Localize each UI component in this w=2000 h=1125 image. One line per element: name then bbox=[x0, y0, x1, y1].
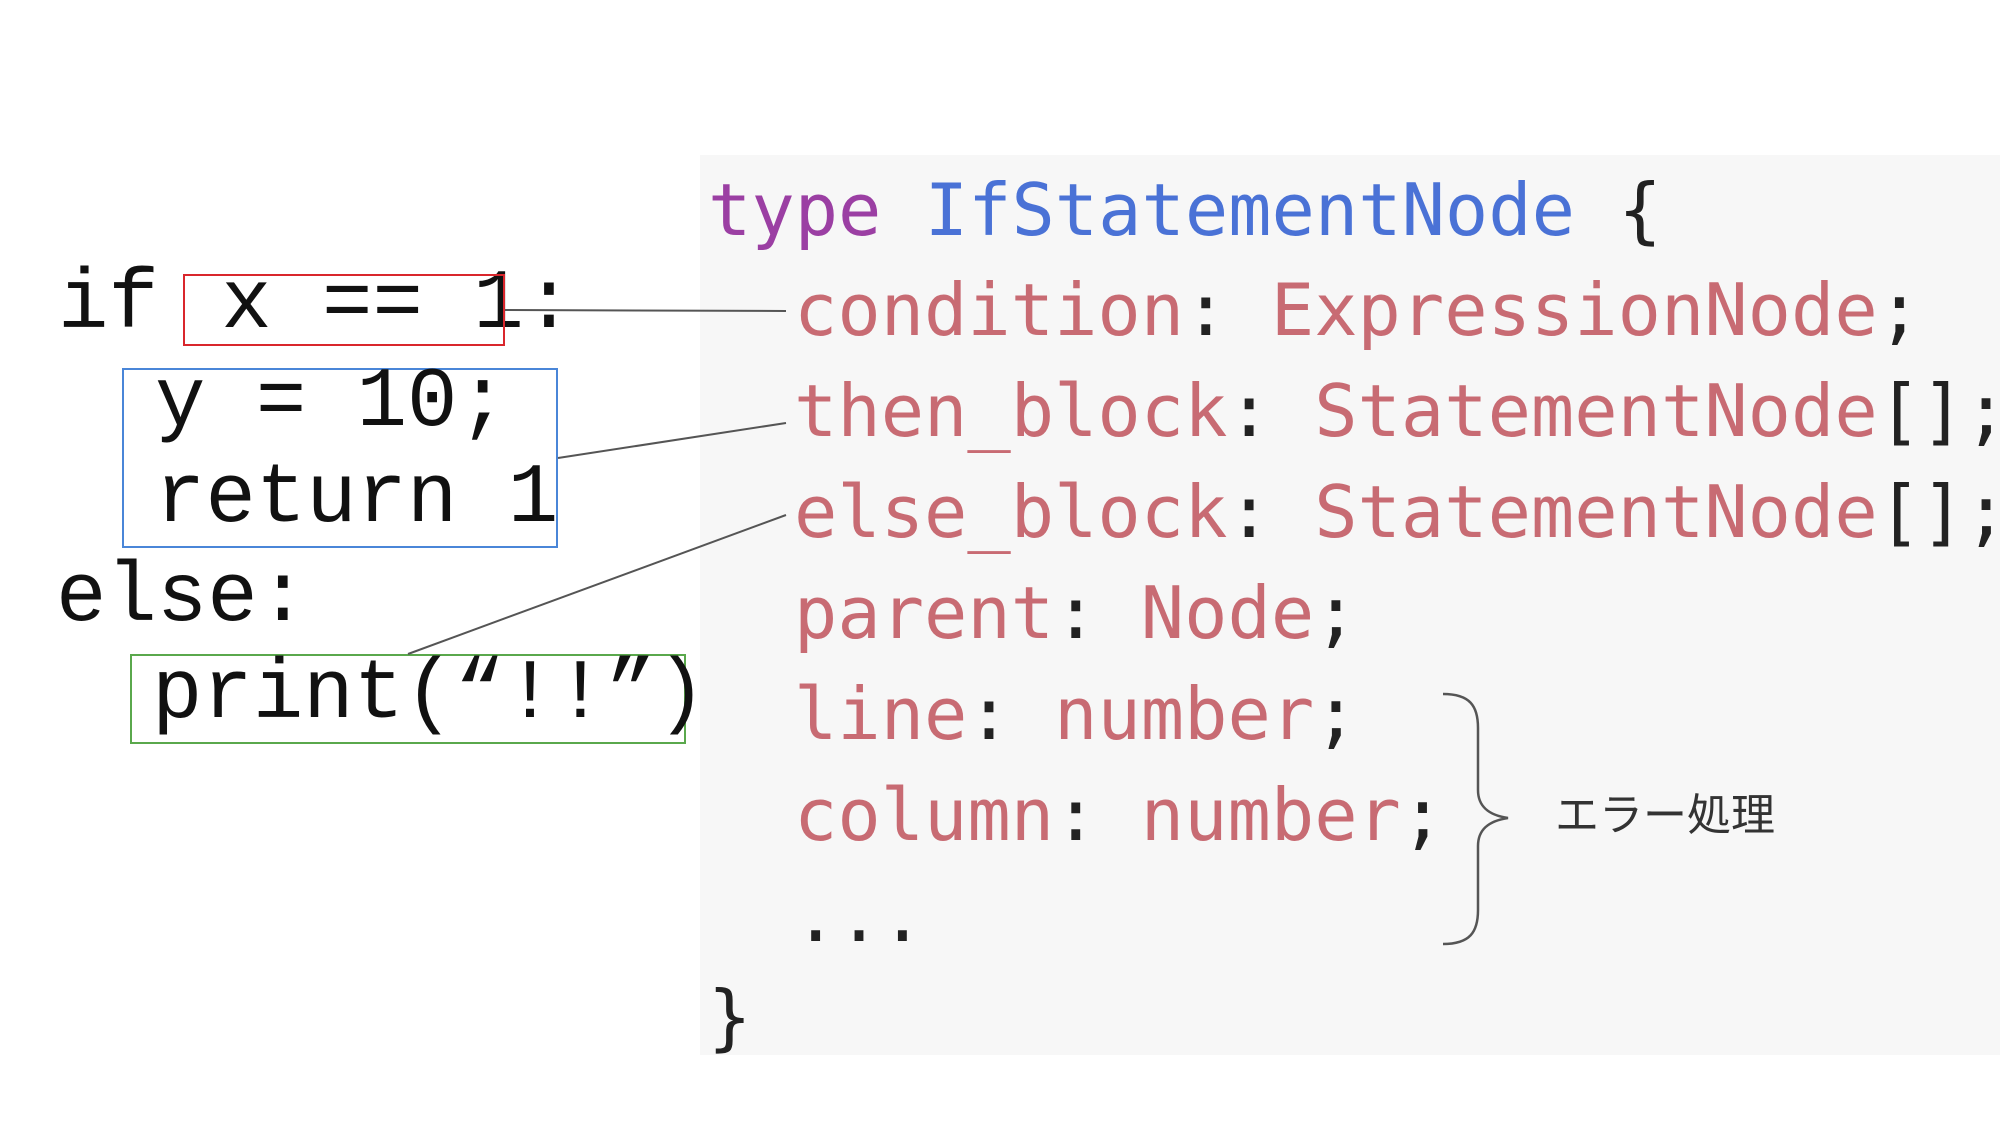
field-name: then_block bbox=[794, 369, 1228, 453]
then-block-box bbox=[122, 368, 558, 548]
condition-box bbox=[183, 274, 505, 346]
error-handling-label: エラー処理 bbox=[1555, 790, 1775, 841]
field-parent: parent: Node; bbox=[794, 573, 1358, 653]
type-keyword: type bbox=[708, 168, 882, 252]
field-sep: : bbox=[1227, 470, 1315, 554]
field-end: ; bbox=[1400, 773, 1445, 857]
field-sep: : bbox=[1227, 369, 1315, 453]
else-body-line: print(“!!”) bbox=[152, 648, 707, 743]
field-name: column bbox=[794, 773, 1055, 857]
type-name: IfStatementNode bbox=[924, 168, 1575, 252]
field-type: Node bbox=[1140, 571, 1315, 655]
source-else-line: else: bbox=[56, 551, 309, 646]
field-sep: : bbox=[1054, 773, 1141, 857]
field-name: line bbox=[794, 672, 968, 756]
field-type: ExpressionNode bbox=[1270, 268, 1878, 352]
field-name: condition bbox=[794, 268, 1185, 352]
if-keyword: if bbox=[58, 258, 210, 353]
else-block-box bbox=[130, 654, 686, 744]
field-end: []; bbox=[1877, 369, 2000, 453]
close-brace: } bbox=[708, 975, 752, 1059]
field-sep: : bbox=[1054, 571, 1141, 655]
open-brace: { bbox=[1618, 168, 1662, 252]
field-end: ; bbox=[1314, 672, 1358, 756]
ellipsis: ... bbox=[794, 874, 925, 958]
field-name: parent bbox=[794, 571, 1055, 655]
field-sep: : bbox=[967, 672, 1055, 756]
field-column: column: number; bbox=[794, 775, 1444, 855]
field-else-block: else_block: StatementNode[]; bbox=[794, 472, 2000, 552]
type-header-line: type IfStatementNode { bbox=[708, 170, 1662, 250]
field-type: number bbox=[1054, 672, 1315, 756]
then-line-1: y = 10; bbox=[155, 356, 508, 451]
field-type: StatementNode bbox=[1314, 470, 1878, 554]
then-line-2: return 1 bbox=[155, 452, 559, 547]
field-sep: : bbox=[1184, 268, 1271, 352]
field-type: number bbox=[1140, 773, 1401, 857]
condition-text: x == 1 bbox=[221, 258, 524, 353]
field-end: ; bbox=[1314, 571, 1358, 655]
field-line: line: number; bbox=[794, 674, 1358, 754]
field-name: else_block bbox=[794, 470, 1228, 554]
if-colon: : bbox=[523, 258, 575, 353]
field-then-block: then_block: StatementNode[]; bbox=[794, 371, 2000, 451]
field-end: ; bbox=[1877, 268, 1922, 352]
field-end: []; bbox=[1877, 470, 2000, 554]
field-type: StatementNode bbox=[1314, 369, 1878, 453]
field-condition: condition: ExpressionNode; bbox=[794, 270, 1921, 350]
source-if-line: if x == 1: bbox=[58, 264, 574, 348]
code-panel bbox=[700, 155, 2000, 1055]
